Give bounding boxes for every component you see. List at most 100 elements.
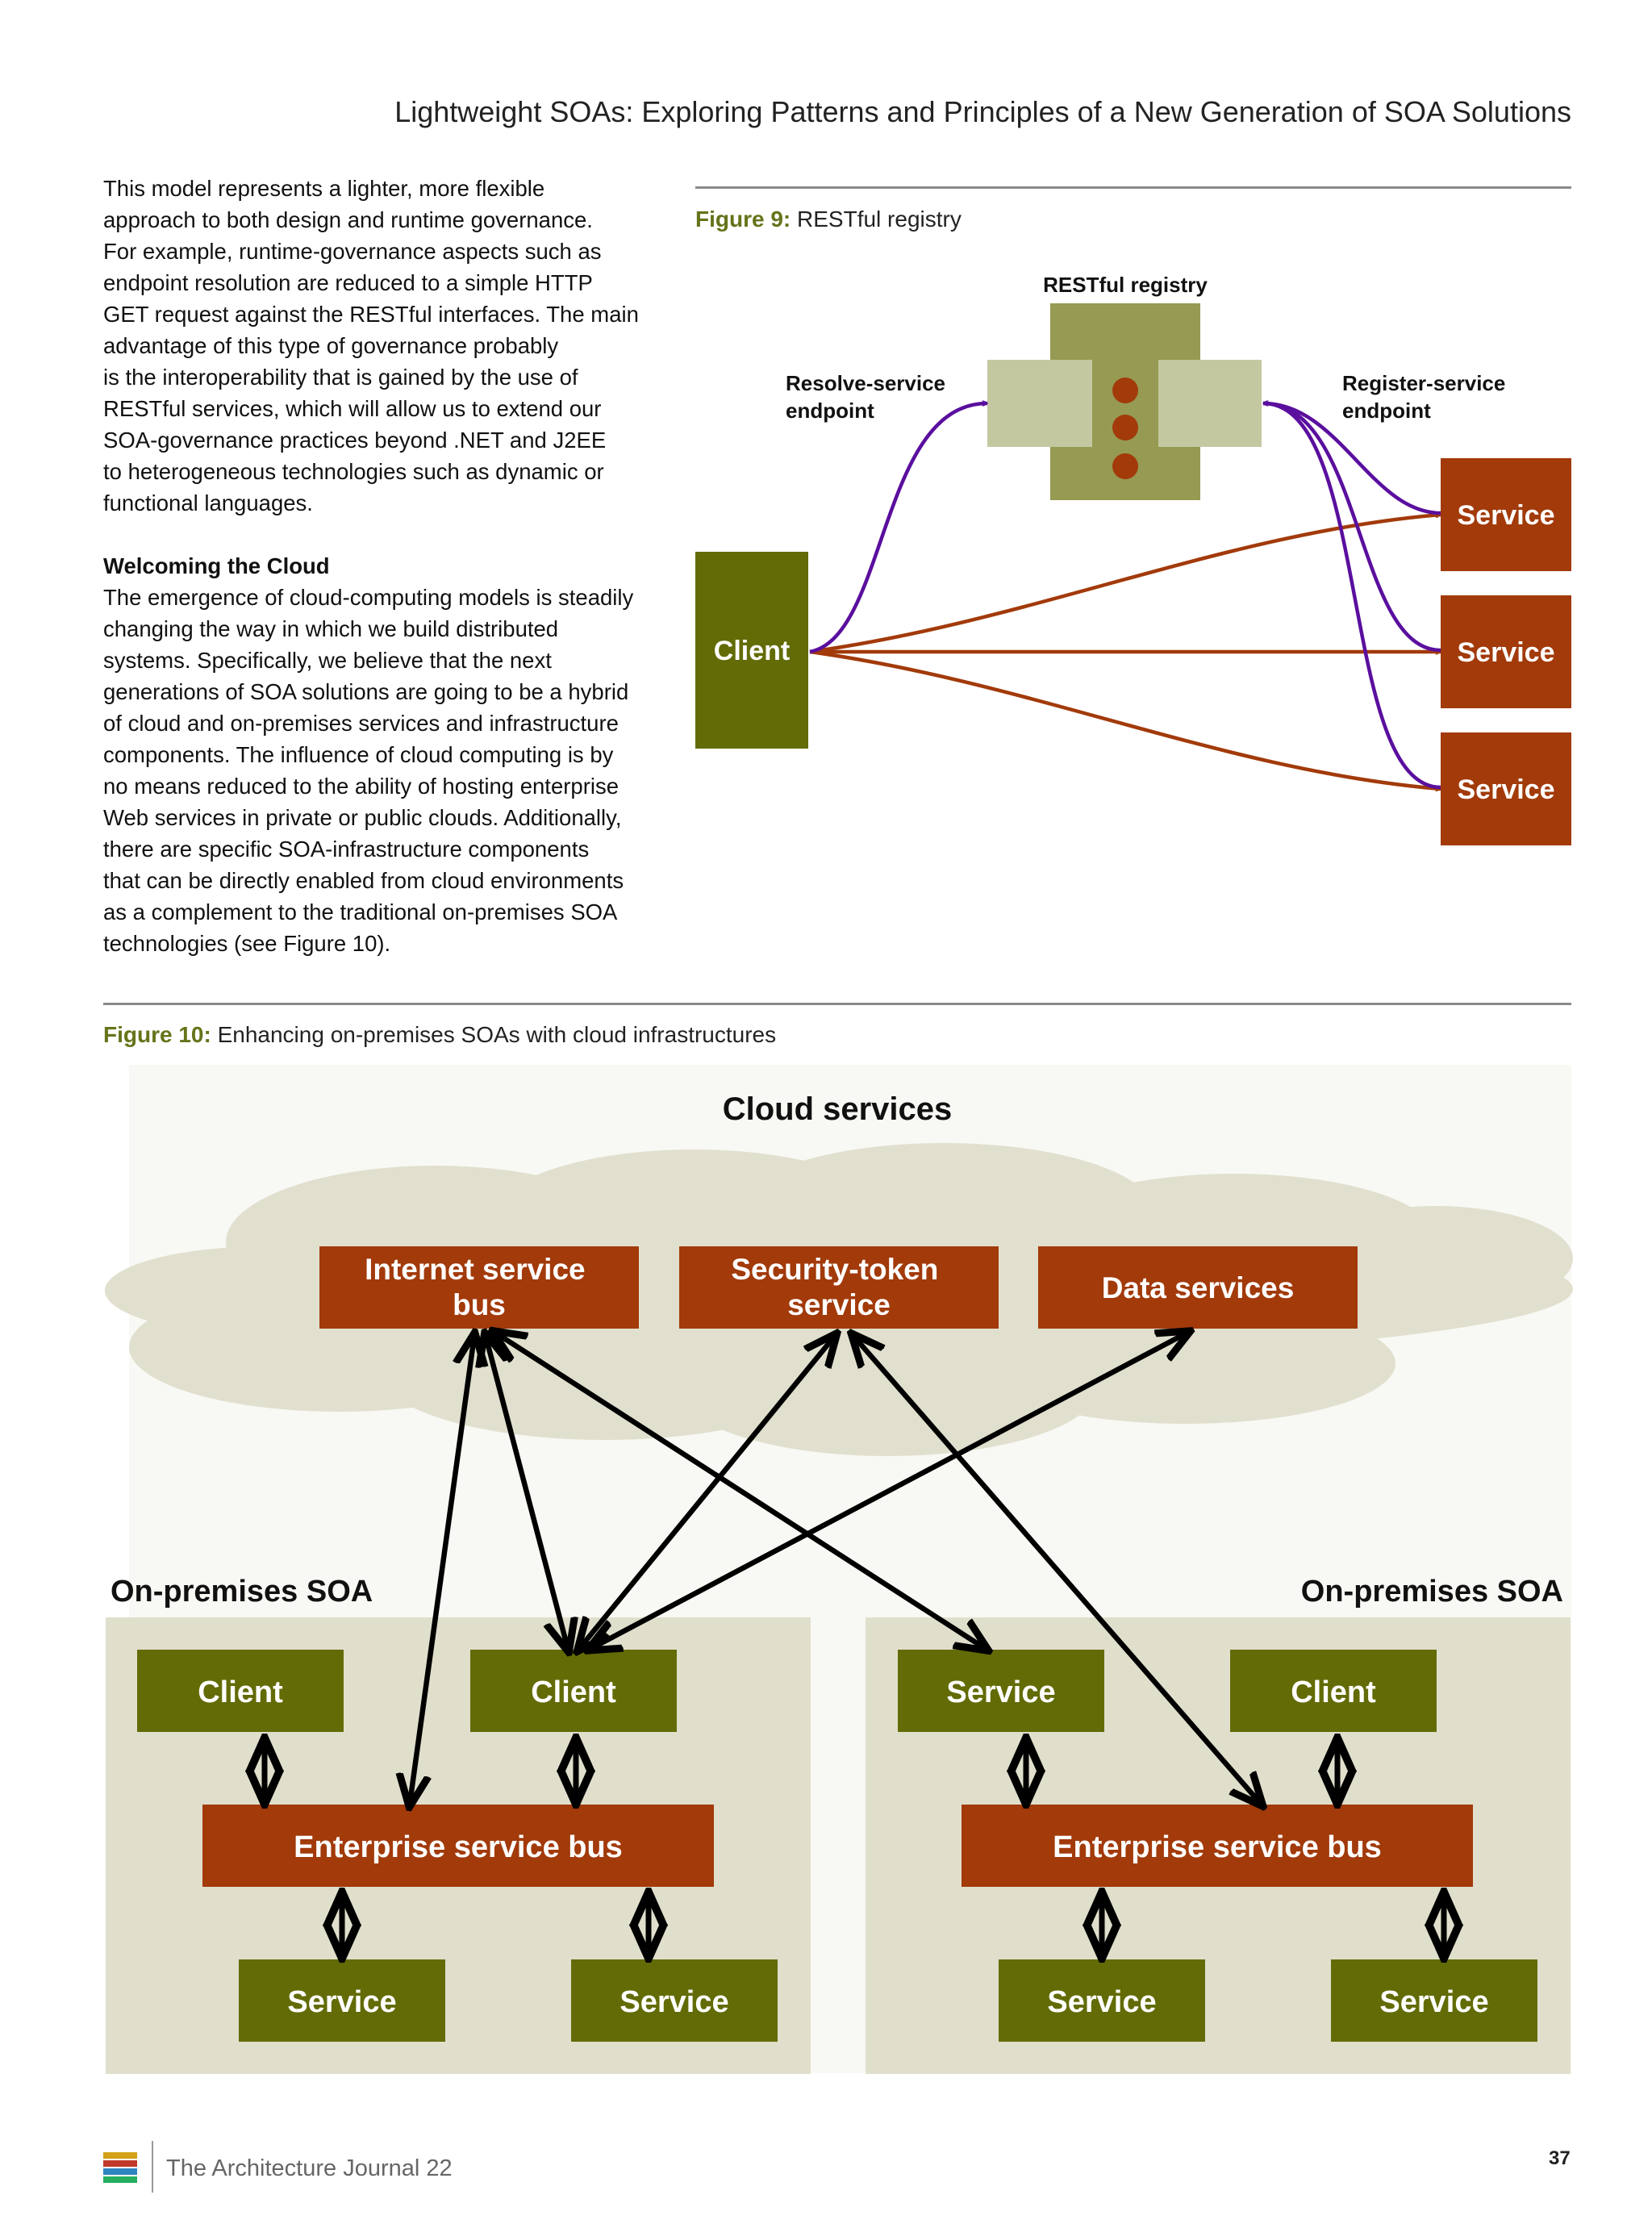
text-line: functional languages. <box>103 490 313 515</box>
text-line: GET request against the RESTful interfac… <box>103 302 639 327</box>
figure10-rule <box>103 1003 1571 1005</box>
service-box <box>1441 732 1571 845</box>
left-esb-box <box>202 1805 714 1887</box>
right-client-label: Client <box>1291 1675 1376 1709</box>
label-line: Internet service <box>365 1253 586 1286</box>
right-service-label: Service <box>946 1675 1055 1709</box>
service-box <box>1441 595 1571 708</box>
registry-dot <box>1112 378 1138 403</box>
right-service-label: Service <box>1379 1985 1488 2019</box>
data-services-box <box>1038 1246 1358 1329</box>
text-line: there are specific SOA-infrastructure co… <box>103 837 590 862</box>
text-line: no means reduced to the ability of hosti… <box>103 774 619 799</box>
text-line: approach to both design and runtime gove… <box>103 207 593 232</box>
left-client-box <box>470 1650 677 1732</box>
connection-arrow <box>410 1336 474 1804</box>
label-line: bus <box>453 1288 506 1321</box>
figure10-diagram: Cloud services Internet service bus Secu… <box>105 1065 1573 2074</box>
service-label: Service <box>1458 774 1555 805</box>
invoke-arrow <box>809 649 1441 789</box>
figure10-caption: Figure 10: Enhancing on-premises SOAs wi… <box>103 1022 776 1048</box>
figure9-rule <box>695 186 1571 189</box>
security-token-service-box <box>679 1246 999 1329</box>
connection-arrow <box>590 1333 1187 1649</box>
registry-left-panel <box>987 360 1092 447</box>
figure9-diagram: RESTful registry Resolve-service endpoin… <box>695 273 1571 845</box>
text-line: generations of SOA solutions are going t… <box>103 679 629 704</box>
running-title: Lightweight SOAs: Exploring Patterns and… <box>394 95 1571 128</box>
cloud-title: Cloud services <box>723 1091 953 1127</box>
text-line: Web services in private or public clouds… <box>103 805 622 830</box>
text-line: components. The influence of cloud compu… <box>103 742 614 767</box>
text-line: The emergence of cloud-computing models … <box>103 585 634 610</box>
registry-dot <box>1112 453 1138 479</box>
right-soa-title: On-premises SOA <box>1301 1575 1563 1609</box>
service-label: Service <box>1458 637 1555 668</box>
left-service-box <box>571 1959 778 2042</box>
left-esb-label: Enterprise service bus <box>294 1830 623 1864</box>
right-esb-box <box>962 1805 1473 1887</box>
right-esb-label: Enterprise service bus <box>1053 1830 1382 1864</box>
footer-divider <box>152 2141 153 2193</box>
internet-service-bus-label: Internet service bus <box>365 1253 594 1321</box>
service-box <box>1441 458 1571 571</box>
paragraph-cloud: The emergence of cloud-computing models … <box>103 582 668 959</box>
figure9-label: Figure 9: <box>695 207 791 232</box>
cloud-arrows <box>410 1333 1261 1804</box>
register-arrow <box>1263 403 1441 790</box>
registry-title: RESTful registry <box>1043 273 1208 297</box>
label-line: service <box>787 1288 891 1321</box>
invoke-arrow <box>809 515 1441 654</box>
text-line: For example, runtime-governance aspects … <box>103 239 602 264</box>
security-token-service-label: Security-token service <box>731 1253 946 1321</box>
left-service-box <box>239 1959 445 2042</box>
label-line: Security-token <box>731 1253 938 1286</box>
figure9-caption-text: RESTful registry <box>797 207 962 232</box>
paragraph-governance: This model represents a lighter, more fl… <box>103 173 668 519</box>
page-number: 37 <box>1549 2147 1571 2169</box>
left-service-label: Service <box>620 1985 728 2019</box>
resolve-arrow <box>809 403 987 654</box>
journal-title: The Architecture Journal 22 <box>166 2155 453 2181</box>
text-line: is the interoperability that is gained b… <box>103 365 578 390</box>
right-service-box <box>1331 1959 1537 2042</box>
figure10-caption-text: Enhancing on-premises SOAs with cloud in… <box>217 1022 777 1047</box>
register-arrow <box>1263 403 1441 653</box>
text-line: systems. Specifically, we believe that t… <box>103 648 552 673</box>
resolve-label-line: Resolve-service <box>786 371 945 395</box>
text-line: as a complement to the traditional on-pr… <box>103 899 618 924</box>
journal-logo-icon <box>103 2152 137 2183</box>
text-line: endpoint resolution are reduced to a sim… <box>103 270 593 295</box>
client-label: Client <box>714 636 790 666</box>
text-line: SOA-governance practices beyond .NET and… <box>103 428 607 453</box>
figure9-caption: Figure 9: RESTful registry <box>695 207 962 232</box>
registry-dot <box>1112 415 1138 440</box>
section-heading: Welcoming the Cloud <box>103 553 330 578</box>
text-line: This model represents a lighter, more fl… <box>103 176 545 201</box>
right-service-box <box>999 1959 1205 2042</box>
register-label: Register-service endpoint <box>1342 371 1512 423</box>
data-services-label: Data services <box>1102 1271 1295 1304</box>
client-box <box>695 552 808 749</box>
text-line: to heterogeneous technologies such as dy… <box>103 459 604 484</box>
register-label-line: Register-service <box>1342 371 1505 395</box>
resolve-label-line: endpoint <box>786 399 874 423</box>
text-line: of cloud and on-premises services and in… <box>103 711 619 736</box>
left-client-label: Client <box>531 1675 616 1709</box>
left-service-label: Service <box>287 1985 396 2019</box>
local-arrows <box>265 1742 1444 1955</box>
left-client-label: Client <box>198 1675 283 1709</box>
text-line: changing the way in which we build distr… <box>103 616 559 641</box>
right-service-label: Service <box>1047 1985 1156 2019</box>
resolve-label: Resolve-service endpoint <box>786 371 951 423</box>
text-line: technologies (see Figure 10). <box>103 931 391 956</box>
internet-service-bus-box <box>319 1246 639 1329</box>
text-line: RESTful services, which will allow us to… <box>103 396 602 421</box>
figure10-label: Figure 10: <box>103 1022 211 1047</box>
body-text: This model represents a lighter, more fl… <box>103 173 668 959</box>
text-line: that can be directly enabled from cloud … <box>103 868 624 893</box>
register-label-line: endpoint <box>1342 399 1431 423</box>
text-line: advantage of this type of governance pro… <box>103 333 559 358</box>
left-soa-title: On-premises SOA <box>111 1575 373 1609</box>
left-client-box <box>137 1650 344 1732</box>
